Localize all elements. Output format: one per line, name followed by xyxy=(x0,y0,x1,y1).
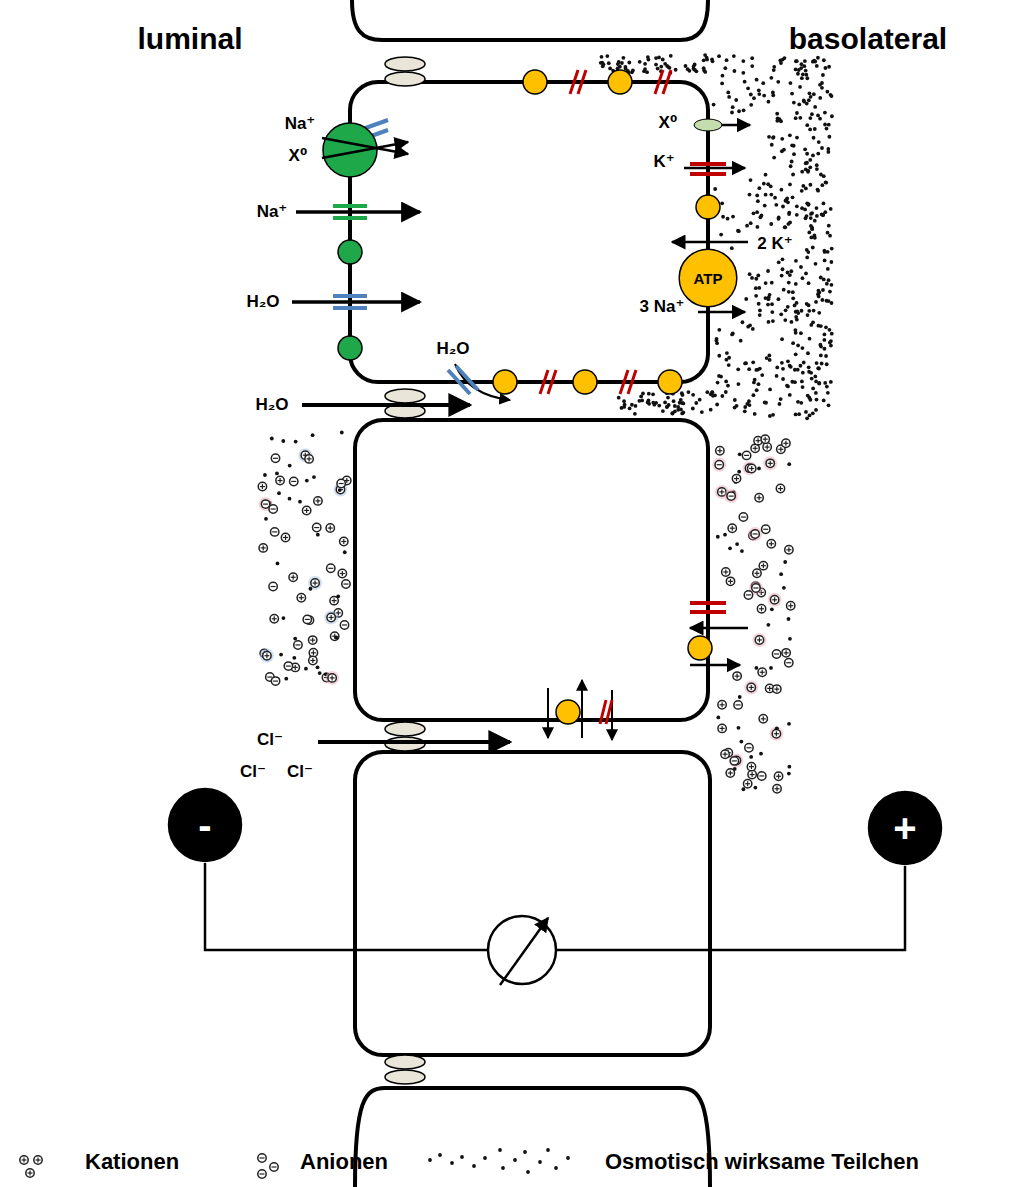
side-heading: luminal xyxy=(137,22,242,55)
ion-label: X⁰ xyxy=(659,114,678,133)
ion-label: Cl⁻ xyxy=(257,731,283,750)
upper-cell-bracket xyxy=(352,0,708,40)
ion-label: H₂O xyxy=(255,396,288,415)
ion-label: Na⁺ xyxy=(285,115,316,134)
channel-mark xyxy=(628,370,636,394)
node-text: + xyxy=(893,808,916,848)
cell xyxy=(350,82,708,382)
membrane-protein xyxy=(573,370,597,394)
channel-mark xyxy=(578,70,586,94)
ion-label: H₂O xyxy=(246,293,279,312)
channel-mark xyxy=(548,370,556,394)
legend-text: Anionen xyxy=(300,1149,388,1175)
cell xyxy=(355,420,708,720)
legend-text: Kationen xyxy=(85,1149,179,1175)
ion-label: Cl⁻ xyxy=(240,763,266,782)
membrane-protein xyxy=(493,370,517,394)
ion-charges xyxy=(258,431,795,793)
atpase-pump: ATP xyxy=(678,248,738,308)
node-text: - xyxy=(198,805,211,845)
electrode: + xyxy=(867,790,943,866)
legend-text: Osmotisch wirksame Teilchen xyxy=(605,1149,919,1175)
aquaporin xyxy=(456,366,478,390)
ion-label: K⁺ xyxy=(653,153,674,172)
ion-label: 2 K⁺ xyxy=(757,235,792,254)
voltmeter-symbol xyxy=(488,916,556,985)
circuit-wire xyxy=(205,863,905,950)
cell-outlines xyxy=(350,0,710,1187)
ion-label: Cl⁻ xyxy=(287,763,313,782)
membrane-proteins xyxy=(493,70,682,394)
electrode: - xyxy=(167,787,243,863)
channel-mark xyxy=(620,370,628,394)
flux-arrows xyxy=(292,125,750,742)
ion-label: H₂O xyxy=(436,340,469,359)
membrane-protein xyxy=(658,370,682,394)
channel-mark xyxy=(655,70,663,94)
membrane-protein xyxy=(608,70,632,94)
membrane-protein xyxy=(523,70,547,94)
cell xyxy=(355,752,710,1055)
ion-label: 3 Na⁺ xyxy=(640,298,685,317)
ion-label: X⁰ xyxy=(289,147,308,166)
node-text: ATP xyxy=(694,271,723,286)
side-heading: basolateral xyxy=(789,22,947,55)
legend-samples xyxy=(20,1148,570,1178)
channel-mark xyxy=(663,70,671,94)
ion-label: Na⁺ xyxy=(257,203,288,222)
channel-mark xyxy=(570,70,578,94)
basolateral-transporters xyxy=(556,119,726,724)
channel-mark xyxy=(540,370,548,394)
osmotic-particles xyxy=(599,53,834,420)
aquaporin xyxy=(448,370,470,394)
